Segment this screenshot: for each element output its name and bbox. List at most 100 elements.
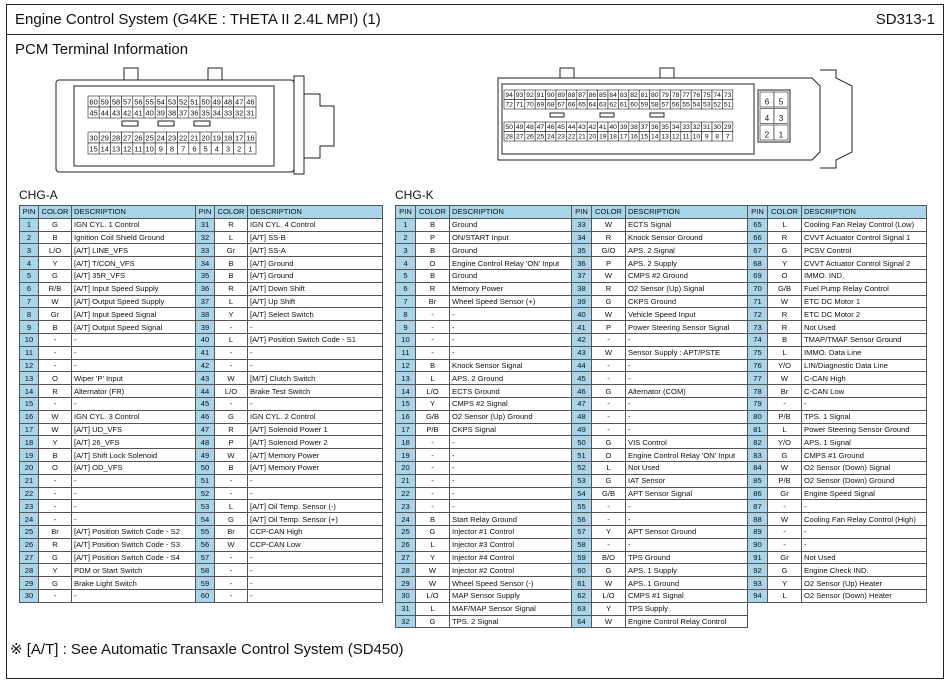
pin-number: 6 (192, 145, 196, 154)
chg-k-col-description: DESCRIPTION (625, 205, 748, 219)
pin-cell: 58 (571, 537, 592, 552)
pin-cell: 4 (19, 256, 39, 270)
description-cell: APS. 1 Supply (625, 563, 748, 578)
description-cell: - (71, 499, 196, 514)
description-cell: CVVT Actuator Control Signal 1 (801, 230, 927, 245)
pin-cell: 1 (395, 217, 416, 232)
pin-number: 26 (134, 134, 142, 143)
pin-cell: 50 (571, 435, 592, 450)
description-cell: APS. 2 Signal (625, 243, 748, 258)
description-cell: - (247, 576, 383, 590)
pin-cell: 62 (571, 588, 592, 603)
pin-number: 33 (224, 109, 232, 118)
pin-box (773, 91, 789, 108)
chg-a-col-description: DESCRIPTION (71, 205, 196, 219)
pin-cell: 3 (19, 243, 39, 258)
pin-number: 32 (693, 124, 701, 131)
pin-cell: 9 (395, 320, 416, 334)
table-row: 21--51-- (19, 473, 383, 488)
pin-number: 77 (682, 92, 690, 99)
description-cell: - (247, 473, 383, 488)
color-cell: L (214, 499, 248, 514)
color-cell: R (767, 307, 802, 322)
pin-number: 63 (599, 102, 607, 109)
pin-cell: 60 (571, 563, 592, 578)
description-cell: [A/T] Down Shift (247, 281, 383, 296)
description-cell: Ground (449, 217, 572, 232)
description-cell: - (247, 550, 383, 565)
description-cell: ETC DC Motor 2 (801, 307, 927, 322)
description-cell: Engine Control Relay 'ON' Input (625, 448, 748, 462)
pin-cell: 6 (19, 281, 39, 296)
pin-number: 7 (181, 145, 185, 154)
color-cell: R (38, 384, 72, 398)
description-cell: Engine Control Relay Control (625, 614, 748, 629)
pin-number: 49 (213, 98, 221, 107)
color-cell: - (38, 396, 72, 411)
chg-k-col-pin: PIN (395, 205, 416, 219)
pin-number: 59 (101, 98, 109, 107)
pin-number: 33 (682, 124, 690, 131)
description-cell: [A/T] OD_VFS (71, 460, 196, 475)
pin-number: 48 (526, 124, 534, 131)
description-cell: [A/T] Ground (247, 256, 383, 270)
pin-number: 56 (134, 98, 142, 107)
color-cell: P (591, 256, 626, 270)
pin-number: 5 (779, 98, 784, 107)
pin-cell: 73 (747, 320, 768, 334)
page-frame: Engine Control System (G4KE : THETA II 2… (6, 4, 944, 679)
description-cell: TMAP/TMAF Sensor Ground (801, 332, 927, 347)
pin-cell: 80 (747, 409, 768, 424)
pin-number: 27 (516, 134, 524, 141)
description-cell: Ground (449, 268, 572, 283)
color-cell: - (214, 588, 248, 603)
color-cell: G (591, 294, 626, 309)
pin-cell: 52 (195, 486, 215, 501)
pin-number: 40 (145, 109, 153, 118)
description-cell: Wheel Speed Sensor (-) (449, 576, 572, 590)
pin-cell: 24 (19, 512, 39, 526)
pin-number: 22 (568, 134, 576, 141)
description-cell: - (247, 345, 383, 360)
pin-number: 26 (526, 134, 534, 141)
color-cell: W (767, 294, 802, 309)
pin-number: 40 (609, 124, 617, 131)
pin-box (244, 142, 257, 155)
description-cell: MAF/MAP Sensor Signal (449, 601, 572, 616)
pin-cell: 85 (747, 473, 768, 488)
color-cell: - (591, 332, 626, 347)
color-cell: - (214, 396, 248, 411)
color-cell: P/B (415, 422, 450, 437)
color-cell: Y (415, 396, 450, 411)
color-cell: Y (38, 435, 72, 450)
description-cell: Injector #3 Control (449, 537, 572, 552)
description-cell: [A/T] Position Switch Code - S4 (71, 550, 196, 565)
connector-a-tab-left (123, 67, 139, 81)
pin-cell: 11 (395, 345, 416, 360)
pin-number: 22 (179, 134, 187, 143)
color-cell: B (214, 268, 248, 283)
color-cell: R (214, 217, 248, 232)
chg-k-label: CHG-K (395, 188, 434, 202)
pin-cell: 47 (571, 396, 592, 411)
pin-number: 61 (620, 102, 628, 109)
pin-number: 16 (630, 134, 638, 141)
pin-cell: 76 (747, 358, 768, 373)
pin-cell: 61 (571, 576, 592, 590)
pin-box (773, 108, 789, 124)
pin-cell: 2 (395, 230, 416, 245)
table-row: 11--41-- (19, 345, 383, 360)
color-cell: P/B (767, 473, 802, 488)
pin-cell: 44 (571, 358, 592, 373)
pin-number: 58 (651, 102, 659, 109)
key-slot (157, 120, 175, 127)
pin-cell: 19 (395, 448, 416, 462)
color-cell: - (38, 588, 72, 603)
description-cell: [A/T] Oil Temp. Sensor (-) (247, 499, 383, 514)
